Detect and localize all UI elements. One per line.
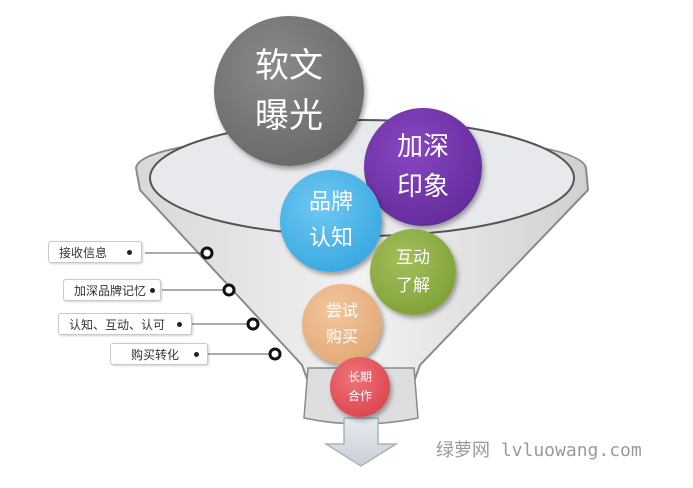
bullet-dot xyxy=(194,352,199,357)
bubble-text: 合作 xyxy=(348,387,372,406)
label-recognize: 认知、互动、认可 xyxy=(58,313,192,335)
bullet-dot xyxy=(150,288,155,293)
bubble-text: 购买 xyxy=(326,324,358,350)
bubble-exposure: 软文 曝光 xyxy=(214,16,364,166)
label-text: 认知、互动、认可 xyxy=(69,318,165,332)
bubble-text: 认知 xyxy=(309,221,353,257)
watermark: 绿萝网 lvluowang.com xyxy=(436,436,642,462)
label-text: 接收信息 xyxy=(59,246,107,260)
bubble-text: 曝光 xyxy=(255,91,323,141)
bubble-text: 品牌 xyxy=(309,185,353,221)
marker-ring xyxy=(248,319,258,329)
label-receive-info: 接收信息 xyxy=(48,241,142,263)
bubble-interact: 互动 了解 xyxy=(370,229,456,315)
down-arrow-icon xyxy=(326,418,396,466)
label-text: 购买转化 xyxy=(131,348,179,362)
marker-ring xyxy=(224,285,234,295)
label-purchase-convert: 购买转化 xyxy=(110,343,208,365)
bubble-text: 尝试 xyxy=(326,298,358,324)
label-text: 加深品牌记忆 xyxy=(74,284,146,298)
bubble-impression: 加深 印象 xyxy=(364,108,482,226)
bubble-text: 长期 xyxy=(348,368,372,387)
bubble-text: 了解 xyxy=(396,272,430,300)
bubble-text: 互动 xyxy=(396,244,430,272)
bullet-dot xyxy=(127,250,132,255)
bubble-longterm: 长期 合作 xyxy=(330,357,390,417)
bubble-text: 加深 xyxy=(397,127,449,167)
marker-ring xyxy=(270,349,280,359)
label-deepen-memory: 加深品牌记忆 xyxy=(63,279,161,301)
marker-ring xyxy=(202,248,212,258)
bubble-text: 软文 xyxy=(255,41,323,91)
bubble-brand: 品牌 认知 xyxy=(280,170,382,272)
bubble-trial: 尝试 购买 xyxy=(302,284,382,364)
bubble-text: 印象 xyxy=(397,167,449,207)
bullet-dot xyxy=(177,322,182,327)
